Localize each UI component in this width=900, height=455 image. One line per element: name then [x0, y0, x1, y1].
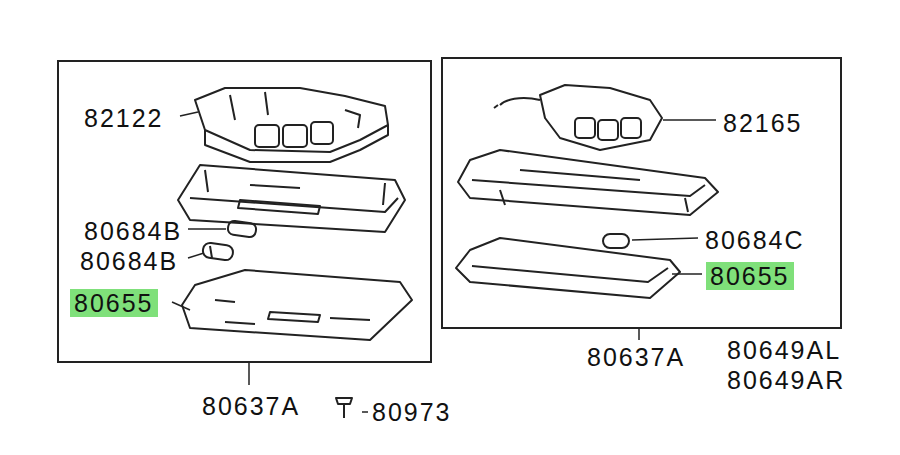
assembly-frame: 8216580684C8065580637A [441, 57, 842, 329]
callout-number: 82122 [84, 104, 164, 132]
lamp-lens [182, 270, 412, 340]
callout-number: 80655 [70, 289, 158, 317]
callout-number: 80973 [372, 398, 452, 426]
callout-number: 80649AR [727, 366, 845, 394]
leader-line [632, 120, 716, 340]
callout-number: 82165 [723, 109, 803, 137]
bulb [603, 234, 629, 248]
callout-number: 80655 [706, 262, 794, 290]
screw-symbol [336, 398, 368, 418]
leader-line [172, 112, 249, 385]
callout-number: 80684B [84, 217, 182, 245]
callout-number: 80637A [587, 343, 685, 371]
switch-housing [195, 88, 388, 162]
callout-number: 80684B [80, 247, 178, 275]
bulb [202, 220, 257, 261]
callout-number: 80649AL [727, 336, 841, 364]
callout-number: 80684C [705, 226, 805, 254]
lamp-lens [456, 238, 680, 298]
assembly-frame: 8212280684B80684B8065580637A [57, 60, 432, 363]
switch-housing [494, 85, 662, 150]
callout-number: 80637A [202, 392, 300, 420]
lamp-base [178, 165, 405, 232]
lamp-base [458, 150, 718, 215]
